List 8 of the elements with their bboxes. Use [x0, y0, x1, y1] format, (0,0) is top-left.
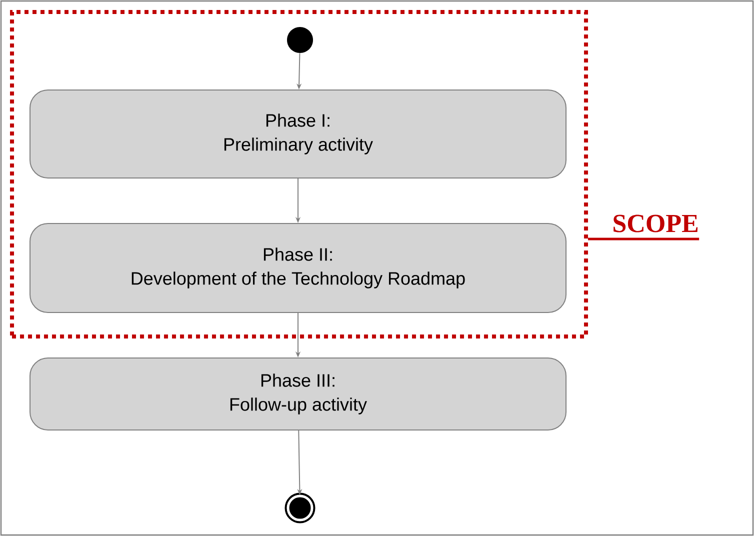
end-node: [284, 492, 316, 524]
process-box: Phase I: Preliminary activity: [30, 90, 566, 178]
process-box: Phase III: Follow-up activity: [30, 358, 566, 430]
process-box: Phase II: Development of the Technology Roadmap: [30, 223, 566, 313]
leader-line: [588, 238, 700, 240]
scope-frame: [10, 10, 588, 338]
scope-label: SCOPE: [614, 214, 698, 232]
start-node: [287, 27, 313, 53]
